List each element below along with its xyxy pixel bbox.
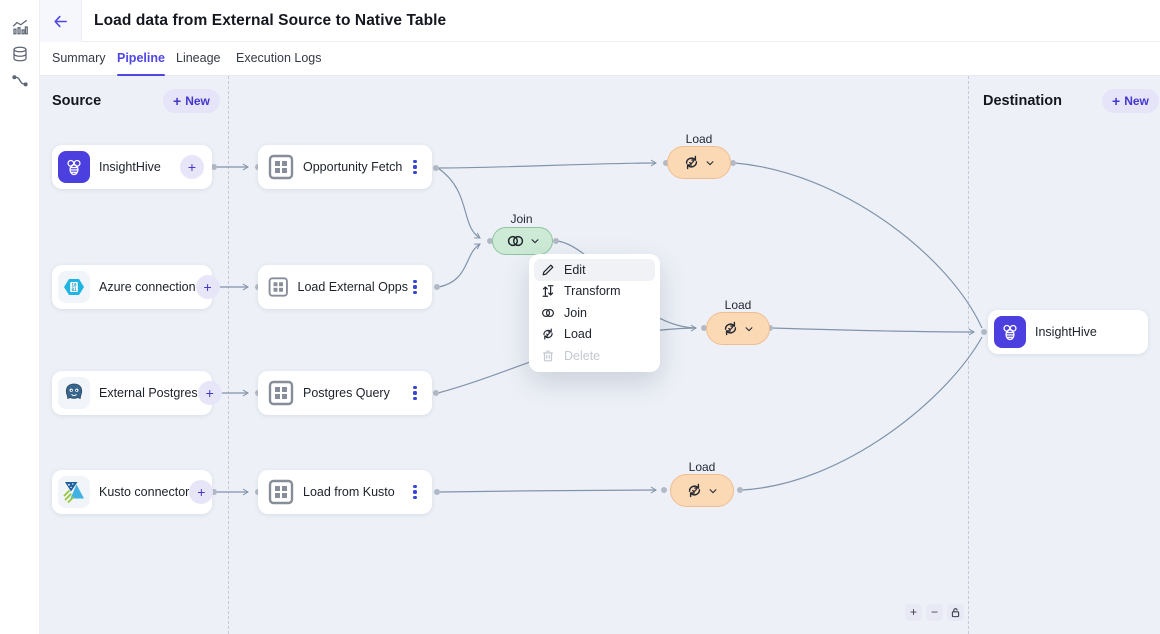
add-connection-button[interactable]: + [198, 381, 222, 405]
table-grid-icon [268, 154, 294, 180]
source-node-azure-connection[interactable]: 10 01 Azure connection + [52, 265, 212, 309]
load-pill-label: Load [667, 132, 731, 146]
zoom-in-button[interactable]: + [905, 604, 922, 621]
load-pill-label: Load [706, 298, 770, 312]
tab-pipeline[interactable]: Pipeline [117, 42, 165, 76]
azure-data-icon: 10 01 [58, 271, 90, 303]
back-button[interactable] [40, 0, 82, 42]
node-label: Kusto connector [99, 485, 189, 499]
zoom-out-button[interactable]: − [926, 604, 943, 621]
destination-node-insighthive[interactable]: InsightHive [988, 310, 1148, 354]
node-label: Opportunity Fetch [303, 160, 408, 174]
minus-icon: − [931, 605, 938, 620]
postgres-icon [58, 377, 90, 409]
tab-bar: Summary Pipeline Lineage Execution Logs [40, 42, 1160, 76]
transform-icon [541, 284, 555, 298]
insighthive-bee-icon [994, 316, 1026, 348]
add-connection-button[interactable]: + [189, 480, 213, 504]
join-pill-label: Join [491, 212, 552, 226]
transform-node-postgres-query[interactable]: Postgres Query [258, 371, 432, 415]
table-grid-icon [268, 479, 294, 505]
chevron-down-icon [530, 236, 540, 246]
node-label: InsightHive [99, 160, 180, 174]
chevron-down-icon [708, 486, 718, 496]
sync-icon [683, 154, 700, 171]
pipeline-canvas: Source +New Destination +New [40, 76, 1160, 634]
sync-icon [722, 320, 739, 337]
svg-text:01: 01 [71, 287, 77, 292]
node-label: Load from Kusto [303, 485, 408, 499]
join-icon [506, 234, 525, 248]
load-pill-label: Load [670, 460, 734, 474]
transform-node-opportunity-fetch[interactable]: Opportunity Fetch [258, 145, 432, 189]
transform-node-load-external-opps[interactable]: Load External Opps [258, 265, 432, 309]
node-menu-button[interactable] [408, 277, 422, 297]
tab-summary[interactable]: Summary [52, 42, 105, 76]
transform-node-load-from-kusto[interactable]: Load from Kusto [258, 470, 432, 514]
pipeline-icon[interactable] [11, 72, 29, 90]
menu-item-delete: Delete [534, 345, 655, 367]
menu-item-load[interactable]: Load [534, 324, 655, 346]
analytics-icon[interactable] [11, 18, 29, 36]
page-title: Load data from External Source to Native… [94, 12, 446, 30]
tab-execution-logs[interactable]: Execution Logs [236, 42, 321, 76]
node-context-menu: Edit Transform Join Load [529, 254, 660, 372]
join-icon [541, 306, 555, 320]
tab-lineage[interactable]: Lineage [176, 42, 221, 76]
back-arrow-icon [52, 13, 69, 30]
chevron-down-icon [705, 158, 715, 168]
source-node-external-postgres[interactable]: External Postgres + [52, 371, 212, 415]
lock-icon [950, 607, 961, 618]
lock-button[interactable] [947, 604, 964, 621]
sync-icon [686, 482, 703, 499]
node-label: InsightHive [1035, 325, 1140, 339]
node-label: Postgres Query [303, 386, 408, 400]
node-label: Azure connection [99, 280, 196, 294]
load-icon [541, 327, 555, 341]
source-node-insighthive[interactable]: InsightHive + [52, 145, 212, 189]
trash-icon [541, 349, 555, 363]
canvas-zoom-controls: + − [905, 604, 964, 621]
plus-icon: + [910, 605, 917, 620]
menu-item-transform[interactable]: Transform [534, 281, 655, 303]
insighthive-bee-icon [58, 151, 90, 183]
load-pill-bottom[interactable] [670, 474, 734, 507]
add-connection-button[interactable]: + [180, 155, 204, 179]
menu-item-join[interactable]: Join [534, 302, 655, 324]
node-label: External Postgres [99, 386, 198, 400]
node-menu-button[interactable] [408, 383, 422, 403]
table-grid-icon [268, 380, 294, 406]
source-node-kusto-connector[interactable]: Kusto connector + [52, 470, 212, 514]
menu-item-edit[interactable]: Edit [534, 259, 655, 281]
table-grid-icon [268, 274, 289, 300]
kusto-icon [58, 476, 90, 508]
node-menu-button[interactable] [408, 482, 422, 502]
join-pill[interactable] [492, 227, 553, 255]
load-pill-middle[interactable] [706, 312, 770, 345]
node-menu-button[interactable] [408, 157, 422, 177]
load-pill-top[interactable] [667, 146, 731, 179]
add-connection-button[interactable]: + [196, 275, 220, 299]
database-icon[interactable] [11, 45, 29, 63]
pencil-icon [541, 263, 555, 277]
chevron-down-icon [744, 324, 754, 334]
left-sidebar [0, 0, 40, 634]
header: Load data from External Source to Native… [40, 0, 1160, 42]
node-label: Load External Opps [298, 280, 409, 294]
